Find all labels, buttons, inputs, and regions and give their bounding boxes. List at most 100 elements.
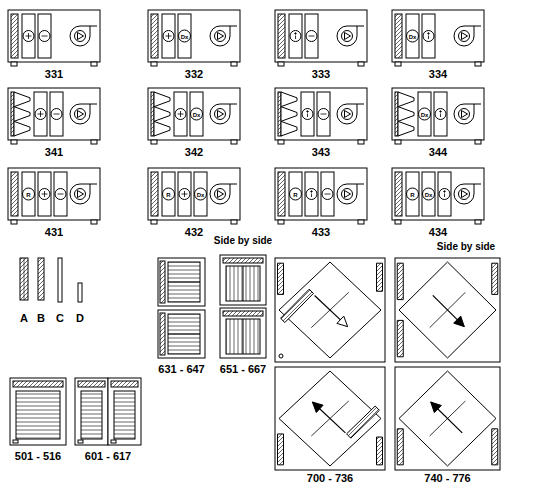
part-outline xyxy=(275,367,385,470)
unit-box: 432 xyxy=(148,168,240,220)
symbol-circle xyxy=(439,189,450,200)
part-outline xyxy=(289,14,302,58)
part-line xyxy=(54,114,60,115)
symbol-circle xyxy=(39,31,50,42)
part-shape xyxy=(154,107,170,122)
part-outline xyxy=(305,14,318,58)
part-outline xyxy=(13,440,18,443)
symbol-circle xyxy=(342,109,353,120)
model-number: B xyxy=(37,312,45,325)
model-number: 334 xyxy=(429,68,447,81)
part-outline xyxy=(392,88,484,140)
part-line xyxy=(44,191,45,197)
part-outline xyxy=(418,92,431,136)
symbol-circle xyxy=(306,189,317,200)
symbol-circle xyxy=(75,109,86,120)
part-outline xyxy=(231,220,237,224)
fan-volute xyxy=(70,26,97,46)
part-shape xyxy=(345,33,351,40)
part-outline xyxy=(114,391,135,439)
symbol-circle xyxy=(423,188,435,200)
part-outline xyxy=(438,172,451,216)
symbol-circle xyxy=(342,189,353,200)
part-line xyxy=(243,266,244,301)
coil-symbol-label: R xyxy=(410,192,414,198)
fan-volute xyxy=(337,26,364,46)
part-shape xyxy=(14,92,30,107)
symbol-circle xyxy=(311,191,312,192)
symbol-circle xyxy=(51,109,62,120)
part-outline xyxy=(8,10,100,62)
part-line xyxy=(40,111,41,117)
fan-volute xyxy=(454,104,481,124)
part-outline xyxy=(278,172,285,216)
part-line xyxy=(315,295,348,326)
model-number: D xyxy=(76,312,84,325)
coil-symbol-label: Dx xyxy=(421,112,429,118)
symbol-circle xyxy=(179,189,190,200)
part-line xyxy=(168,334,200,335)
part-line xyxy=(243,319,244,354)
part-shape xyxy=(462,111,468,118)
symbol-circle xyxy=(307,111,308,112)
part-outline xyxy=(10,378,66,445)
part-outline xyxy=(151,140,157,144)
part-outline xyxy=(178,172,191,216)
part-outline xyxy=(174,92,187,136)
part-line xyxy=(431,402,463,433)
model-number: 344 xyxy=(429,146,447,159)
part-outline xyxy=(151,220,157,224)
part-line xyxy=(430,292,466,327)
symbol-circle xyxy=(302,109,313,120)
part-outline xyxy=(11,14,18,58)
part-outline xyxy=(392,10,484,62)
part-line xyxy=(430,401,466,436)
unit-box: 601 - 617 xyxy=(75,378,141,445)
part-shape xyxy=(279,262,381,358)
unit-box: 334 xyxy=(392,10,484,62)
model-number: 342 xyxy=(185,146,203,159)
symbol-circle xyxy=(39,189,50,200)
fan-volute xyxy=(454,184,481,204)
part-shape xyxy=(14,107,30,122)
part-line xyxy=(42,36,48,37)
part-shape xyxy=(281,121,297,136)
part-shape xyxy=(398,107,414,122)
symbol-circle xyxy=(459,109,470,120)
part-outline xyxy=(358,220,364,224)
part-outline xyxy=(275,168,367,220)
symbol-circle xyxy=(75,189,86,200)
part-shape xyxy=(462,191,468,198)
part-shape xyxy=(492,429,498,465)
part-outline xyxy=(38,258,44,300)
part-shape xyxy=(377,437,383,465)
part-outline xyxy=(54,172,67,216)
part-outline xyxy=(226,266,260,301)
unit-box: 631 - 647 xyxy=(158,258,205,358)
part-shape xyxy=(397,263,403,299)
part-shape xyxy=(492,263,498,294)
part-line xyxy=(309,36,315,37)
coil-symbol-label: Dx xyxy=(181,34,189,40)
unit-box: 740 - 776 xyxy=(395,258,500,470)
unit-box: 434 xyxy=(392,168,484,220)
symbol-circle xyxy=(342,31,353,42)
part-outline xyxy=(91,140,97,144)
model-number: 501 - 516 xyxy=(15,450,61,463)
symbol-circle xyxy=(318,109,329,120)
fan-volute xyxy=(210,184,237,204)
symbol-circle xyxy=(215,109,226,120)
part-outline xyxy=(151,172,158,216)
part-shape xyxy=(345,111,351,118)
model-number: 331 xyxy=(45,68,63,81)
symbol-circle xyxy=(440,111,441,112)
coil-symbol-label: R xyxy=(166,192,170,198)
model-number: 631 - 647 xyxy=(158,363,204,376)
fan-volute xyxy=(70,104,97,124)
part-shape xyxy=(154,92,170,107)
part-outline xyxy=(162,172,175,216)
part-outline xyxy=(151,14,158,58)
part-outline xyxy=(8,88,100,140)
part-outline xyxy=(178,14,191,58)
symbol-circle xyxy=(459,31,470,42)
